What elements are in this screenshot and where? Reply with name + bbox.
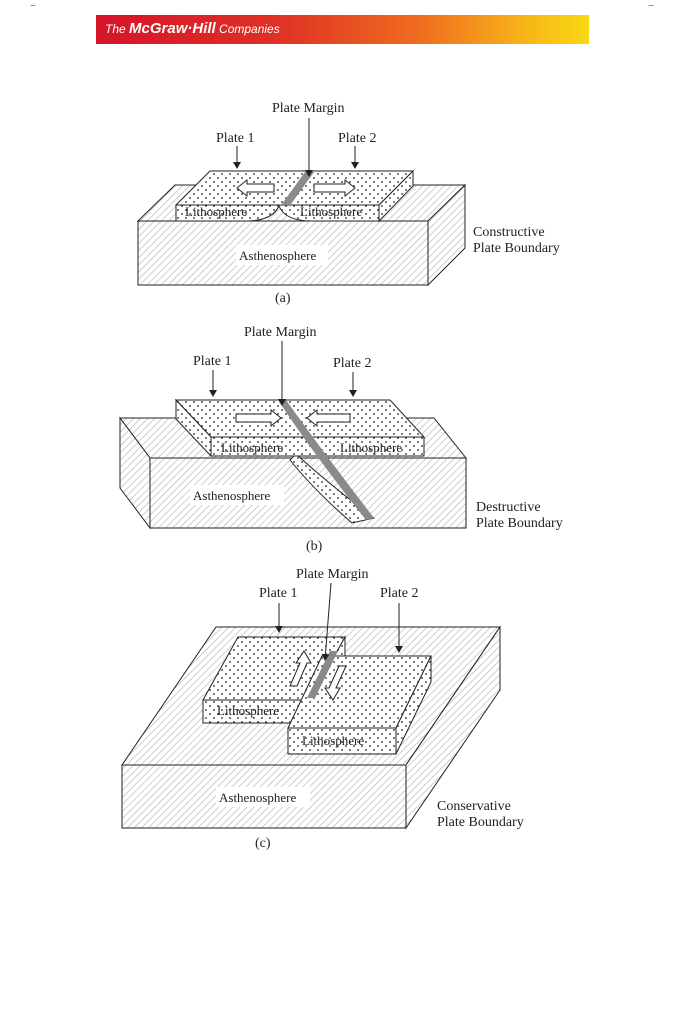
plate1-label-b: Plate 1 [193, 354, 232, 369]
caption-b: (b) [306, 539, 323, 554]
asthenosphere-label-a: Asthenosphere [239, 248, 316, 263]
plate-margin-label-c: Plate Margin [296, 567, 368, 582]
boundary-type-line2-a: Plate Boundary [473, 241, 560, 256]
figure-b-destructive: Lithosphere Lithosphere Asthenosphere Pl… [120, 325, 563, 554]
boundary-type-line1-b: Destructive [476, 500, 541, 515]
caption-a: (a) [275, 291, 291, 306]
lithosphere-right-label-a: Lithosphere [300, 204, 362, 219]
figure-c-conservative: Lithosphere Lithosphere Asthenosphere Pl… [122, 567, 524, 851]
plate2-label-b: Plate 2 [333, 356, 372, 371]
asthenosphere-label-c: Asthenosphere [219, 790, 296, 805]
caption-c: (c) [255, 836, 271, 851]
plate1-label-c: Plate 1 [259, 586, 298, 601]
figure-a-constructive: Lithosphere Lithosphere Asthenosphere Pl… [138, 101, 560, 306]
plate-margin-label-b: Plate Margin [244, 325, 316, 340]
plate2-label-c: Plate 2 [380, 586, 419, 601]
plate1-label-a: Plate 1 [216, 131, 255, 146]
lithosphere-right-label-b: Lithosphere [340, 440, 402, 455]
lithosphere-left-label-b: Lithosphere [221, 440, 283, 455]
plate2-label-a: Plate 2 [338, 131, 377, 146]
boundary-type-line1-a: Constructive [473, 225, 545, 240]
lithosphere-left-label-c: Lithosphere [217, 703, 279, 718]
boundary-type-line2-b: Plate Boundary [476, 516, 563, 531]
boundary-type-line1-c: Conservative [437, 799, 511, 814]
asthenosphere-label-b: Asthenosphere [193, 488, 270, 503]
plate-margin-label-a: Plate Margin [272, 101, 344, 116]
boundary-type-line2-c: Plate Boundary [437, 815, 524, 830]
lithosphere-right-label-c: Lithosphere [302, 733, 364, 748]
lithosphere-left-label-a: Lithosphere [185, 204, 247, 219]
